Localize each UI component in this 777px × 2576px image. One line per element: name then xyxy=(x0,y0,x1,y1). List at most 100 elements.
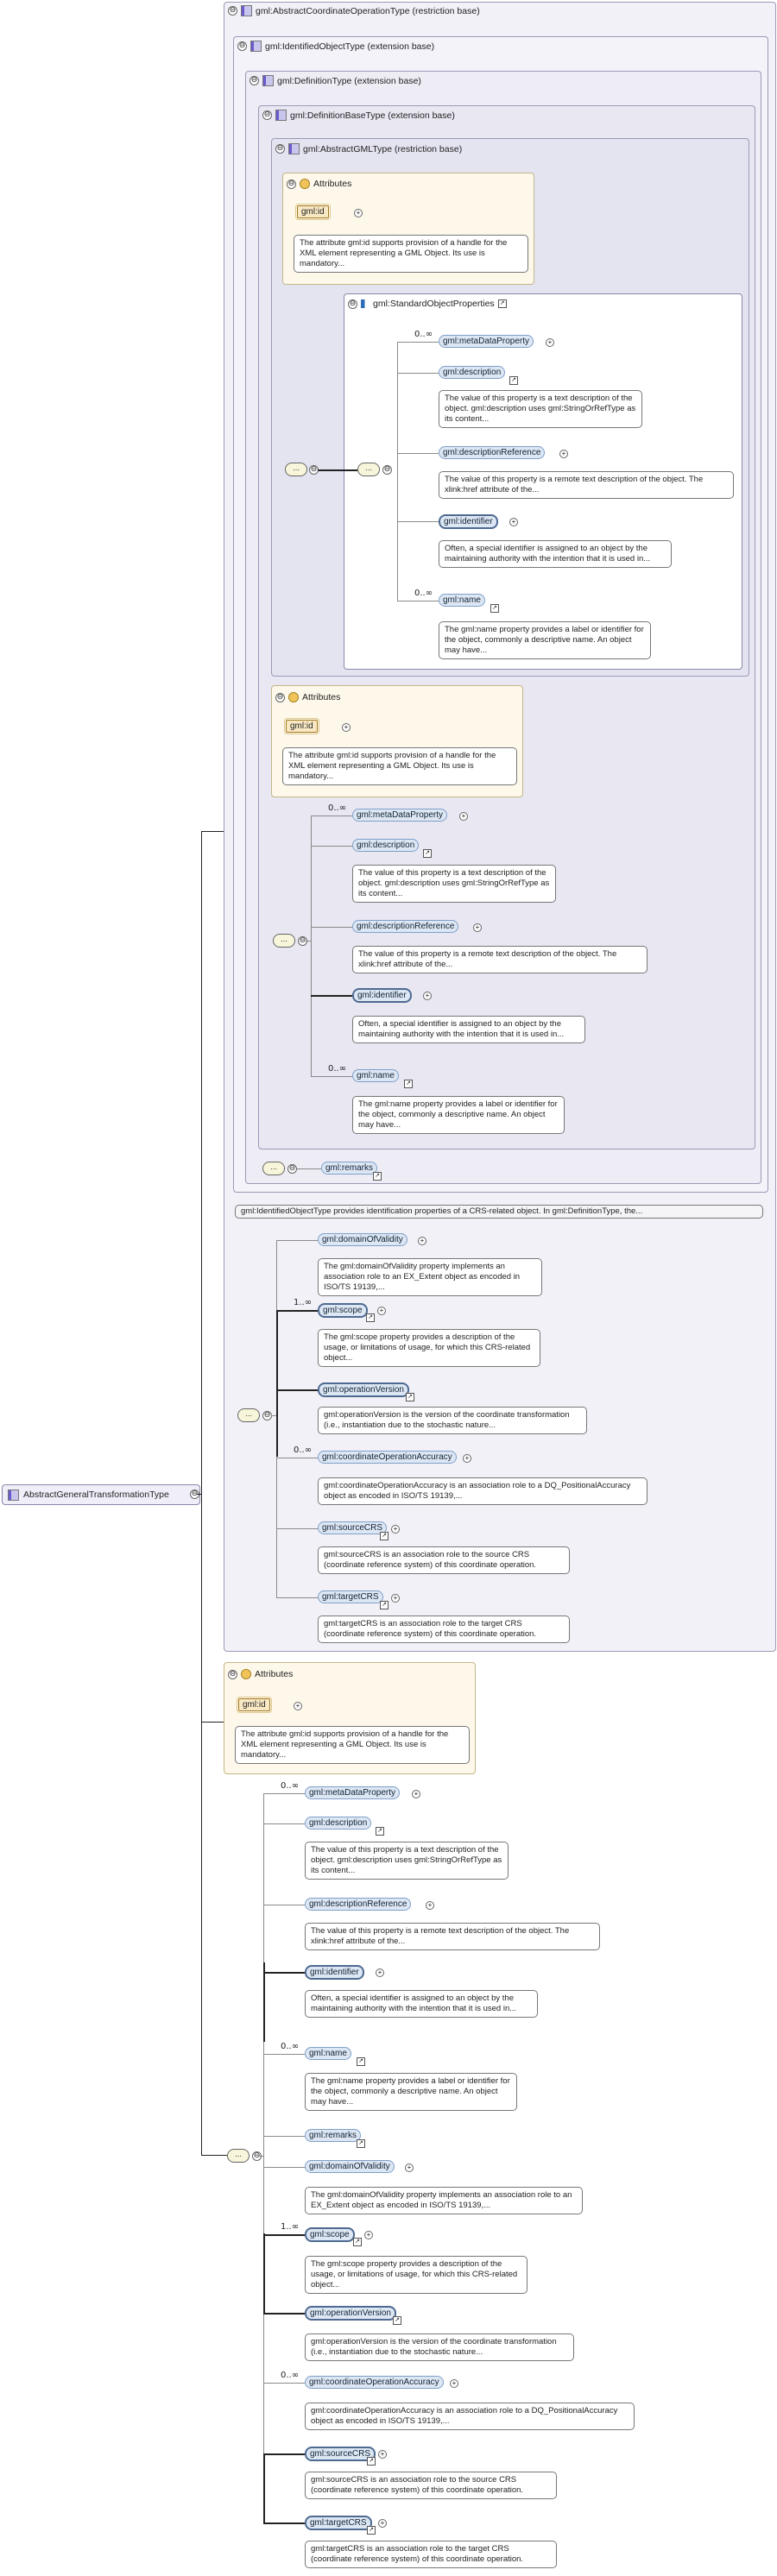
add-icon[interactable]: + xyxy=(423,992,432,1000)
element-domain-of-validity[interactable]: gml:domainOfValidity xyxy=(305,2160,395,2173)
element-metadata-property[interactable]: gml:metaDataProperty xyxy=(439,335,534,348)
element-target-crs[interactable]: gml:targetCRS xyxy=(318,1590,383,1603)
sequence-icon[interactable]: ⋯ xyxy=(273,934,295,948)
attributes-header[interactable]: ⊖Attributes xyxy=(228,1669,293,1679)
link-icon[interactable]: ↗ xyxy=(367,2526,376,2535)
link-icon[interactable]: ↗ xyxy=(380,1601,388,1609)
link-icon[interactable]: ↗ xyxy=(353,2238,362,2246)
gml-id-attribute[interactable]: gml:id xyxy=(284,718,319,734)
link-icon[interactable]: ↗ xyxy=(509,376,518,385)
link-icon[interactable]: ↗ xyxy=(490,604,499,613)
element-name[interactable]: gml:name xyxy=(352,1069,399,1082)
cardinality-label: 0..∞ xyxy=(281,2371,300,2380)
root-type-box[interactable]: AbstractGeneralTransformationType xyxy=(2,1484,200,1505)
element-identifier[interactable]: gml:identifier xyxy=(352,988,412,1003)
add-icon[interactable]: + xyxy=(354,209,363,217)
element-source-crs[interactable]: gml:sourceCRS xyxy=(318,1521,388,1534)
element-identifier[interactable]: gml:identifier xyxy=(305,1965,364,1980)
add-icon[interactable]: + xyxy=(509,518,518,526)
link-icon[interactable]: ↗ xyxy=(393,2316,401,2325)
collapse-icon[interactable]: ⊖ xyxy=(228,6,237,16)
link-icon[interactable]: ↗ xyxy=(357,2057,365,2066)
element-description-reference[interactable]: gml:descriptionReference xyxy=(305,1898,412,1911)
n5-header[interactable]: ⊖gml:AbstractGMLType (restriction base) xyxy=(275,143,462,154)
attributes-header[interactable]: ⊖Attributes xyxy=(275,692,340,702)
link-icon[interactable]: ↗ xyxy=(357,2139,365,2148)
add-icon[interactable]: + xyxy=(377,1307,386,1315)
link-icon[interactable]: ↗ xyxy=(376,1827,384,1836)
add-icon[interactable]: + xyxy=(364,2231,373,2239)
collapse-icon[interactable]: ⊖ xyxy=(287,1164,297,1174)
connector-line xyxy=(263,1823,305,1824)
element-description-reference[interactable]: gml:descriptionReference xyxy=(352,920,459,933)
collapse-icon[interactable]: ⊖ xyxy=(348,299,357,309)
element-scope[interactable]: gml:scope xyxy=(318,1303,368,1318)
sequence-icon[interactable]: ⋯ xyxy=(227,2149,250,2163)
add-icon[interactable]: + xyxy=(342,723,351,732)
collapse-icon[interactable]: ⊖ xyxy=(287,179,296,189)
collapse-icon[interactable]: ⊖ xyxy=(237,41,247,51)
element-remarks[interactable]: gml:remarks xyxy=(305,2129,362,2142)
add-icon[interactable]: + xyxy=(412,1790,420,1798)
add-icon[interactable]: + xyxy=(391,1525,400,1534)
element-name[interactable]: gml:name xyxy=(305,2047,351,2060)
element-description-reference[interactable]: gml:descriptionReference xyxy=(439,446,546,459)
element-description[interactable]: gml:description xyxy=(352,839,420,852)
add-icon[interactable]: + xyxy=(418,1237,426,1245)
link-icon[interactable]: ↗ xyxy=(423,849,432,858)
collapse-icon[interactable]: ⊖ xyxy=(250,76,259,85)
element-operation-version[interactable]: gml:operationVersion xyxy=(305,2306,396,2321)
link-icon[interactable]: ↗ xyxy=(366,1313,375,1322)
add-icon[interactable]: + xyxy=(378,2450,387,2459)
element-source-crs[interactable]: gml:sourceCRS xyxy=(305,2447,376,2461)
element-operation-version[interactable]: gml:operationVersion xyxy=(318,1382,409,1397)
add-icon[interactable]: + xyxy=(450,2379,458,2388)
link-icon[interactable]: ↗ xyxy=(404,1080,413,1088)
element-name[interactable]: gml:name xyxy=(439,594,485,607)
attributes-header[interactable]: ⊖Attributes xyxy=(287,179,351,189)
element-target-crs[interactable]: gml:targetCRS xyxy=(305,2516,372,2530)
element-metadata-property[interactable]: gml:metaDataProperty xyxy=(352,809,448,822)
element-identifier[interactable]: gml:identifier xyxy=(439,514,498,529)
link-icon[interactable]: ↗ xyxy=(367,2457,376,2466)
add-icon[interactable]: + xyxy=(405,2163,414,2172)
collapse-icon[interactable]: ⊖ xyxy=(275,144,285,154)
add-icon[interactable]: + xyxy=(473,923,482,932)
add-icon[interactable]: + xyxy=(559,450,568,458)
sequence-icon[interactable]: ⋯ xyxy=(357,463,380,476)
element-description[interactable]: gml:description xyxy=(439,366,506,379)
sequence-icon[interactable]: ⋯ xyxy=(285,463,307,476)
n4-header[interactable]: ⊖gml:DefinitionBaseType (extension base) xyxy=(262,110,455,121)
collapse-icon[interactable]: ⊖ xyxy=(382,465,392,475)
collapse-icon[interactable]: ⊖ xyxy=(275,692,285,702)
link-icon[interactable]: ↗ xyxy=(497,299,507,308)
element-description[interactable]: gml:description xyxy=(305,1817,372,1830)
element-domain-of-validity[interactable]: gml:domainOfValidity xyxy=(318,1233,407,1246)
add-icon[interactable]: + xyxy=(459,812,468,821)
add-icon[interactable]: + xyxy=(391,1594,400,1603)
sop-header[interactable]: ⊖gml:StandardObjectProperties↗ xyxy=(348,299,507,309)
add-icon[interactable]: + xyxy=(294,1702,302,1710)
element-coordinate-operation-accuracy[interactable]: gml:coordinateOperationAccuracy xyxy=(318,1451,457,1464)
add-icon[interactable]: + xyxy=(378,2519,387,2528)
link-icon[interactable]: ↗ xyxy=(380,1532,388,1540)
sequence-icon[interactable]: ⋯ xyxy=(237,1408,260,1422)
add-icon[interactable]: + xyxy=(426,1901,434,1910)
n1-header[interactable]: ⊖gml:AbstractCoordinateOperationType (re… xyxy=(228,5,480,16)
n2-header[interactable]: ⊖gml:IdentifiedObjectType (extension bas… xyxy=(237,41,434,52)
add-icon[interactable]: + xyxy=(546,338,554,347)
link-icon[interactable]: ↗ xyxy=(373,1172,382,1181)
n3-header[interactable]: ⊖gml:DefinitionType (extension base) xyxy=(250,75,421,86)
add-icon[interactable]: + xyxy=(463,1454,471,1463)
collapse-icon[interactable]: ⊖ xyxy=(262,110,272,120)
element-metadata-property[interactable]: gml:metaDataProperty xyxy=(305,1786,401,1799)
element-remarks[interactable]: gml:remarks xyxy=(321,1162,378,1175)
gml-id-attribute[interactable]: gml:id xyxy=(295,204,331,220)
add-icon[interactable]: + xyxy=(376,1968,384,1977)
link-icon[interactable]: ↗ xyxy=(406,1393,414,1401)
collapse-icon[interactable]: ⊖ xyxy=(228,1669,237,1679)
sequence-icon[interactable]: ⋯ xyxy=(262,1162,285,1175)
element-scope[interactable]: gml:scope xyxy=(305,2227,355,2242)
element-coordinate-operation-accuracy[interactable]: gml:coordinateOperationAccuracy xyxy=(305,2376,444,2389)
gml-id-attribute[interactable]: gml:id xyxy=(237,1697,272,1713)
